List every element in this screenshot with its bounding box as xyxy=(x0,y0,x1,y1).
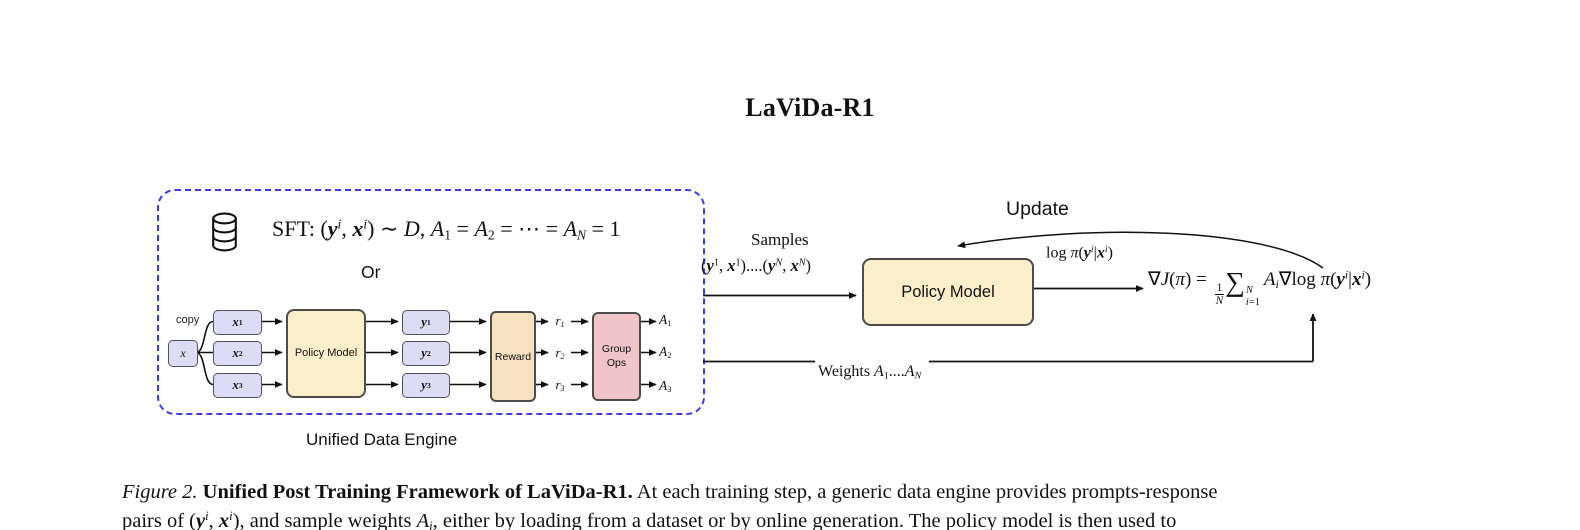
reward-score-label-3: r3 xyxy=(555,377,565,393)
x-input-box: x xyxy=(168,340,198,367)
reward-score-label-2: r2 xyxy=(555,345,565,361)
database-icon xyxy=(212,212,237,252)
sft-formula: SFT: (yi, xi) ∼ D, A1 = A2 = ⋯ = AN = 1 xyxy=(272,216,621,243)
reward-score-label-1: r1 xyxy=(555,313,565,329)
weights-label: Weights A1....AN xyxy=(818,363,922,382)
weights-line xyxy=(703,313,1317,363)
reward-box: Reward xyxy=(490,311,536,402)
copy-label: copy xyxy=(176,314,200,326)
samples-formula: (y1, x1)....(yN, xN) xyxy=(701,256,812,275)
samples-label: Samples xyxy=(751,230,809,249)
copy-branch-lines xyxy=(195,320,214,386)
update-label: Update xyxy=(1006,198,1069,220)
group-ops-box: Group Ops xyxy=(592,312,641,401)
log-pi-label: log π(yi|xi) xyxy=(1046,244,1113,262)
data-engine-dashed-box xyxy=(157,189,705,415)
or-label: Or xyxy=(361,262,381,282)
unified-data-engine-label: Unified Data Engine xyxy=(306,430,458,449)
figure-title: LaViDa-R1 xyxy=(745,93,875,122)
advantage-label-3: A3 xyxy=(659,378,672,395)
policy-model-box: Policy Model xyxy=(862,258,1034,326)
figure-caption-line-2: pairs of (yi, xi), and sample weights Ai… xyxy=(122,509,1177,530)
figure-caption-line-1: Figure 2. Unified Post Training Framewor… xyxy=(122,481,1218,503)
update-arrow xyxy=(957,231,1324,269)
inner-policy-model-box: Policy Model xyxy=(286,309,366,398)
advantage-label-1: A1 xyxy=(659,312,672,329)
advantage-label-2: A2 xyxy=(659,344,672,361)
